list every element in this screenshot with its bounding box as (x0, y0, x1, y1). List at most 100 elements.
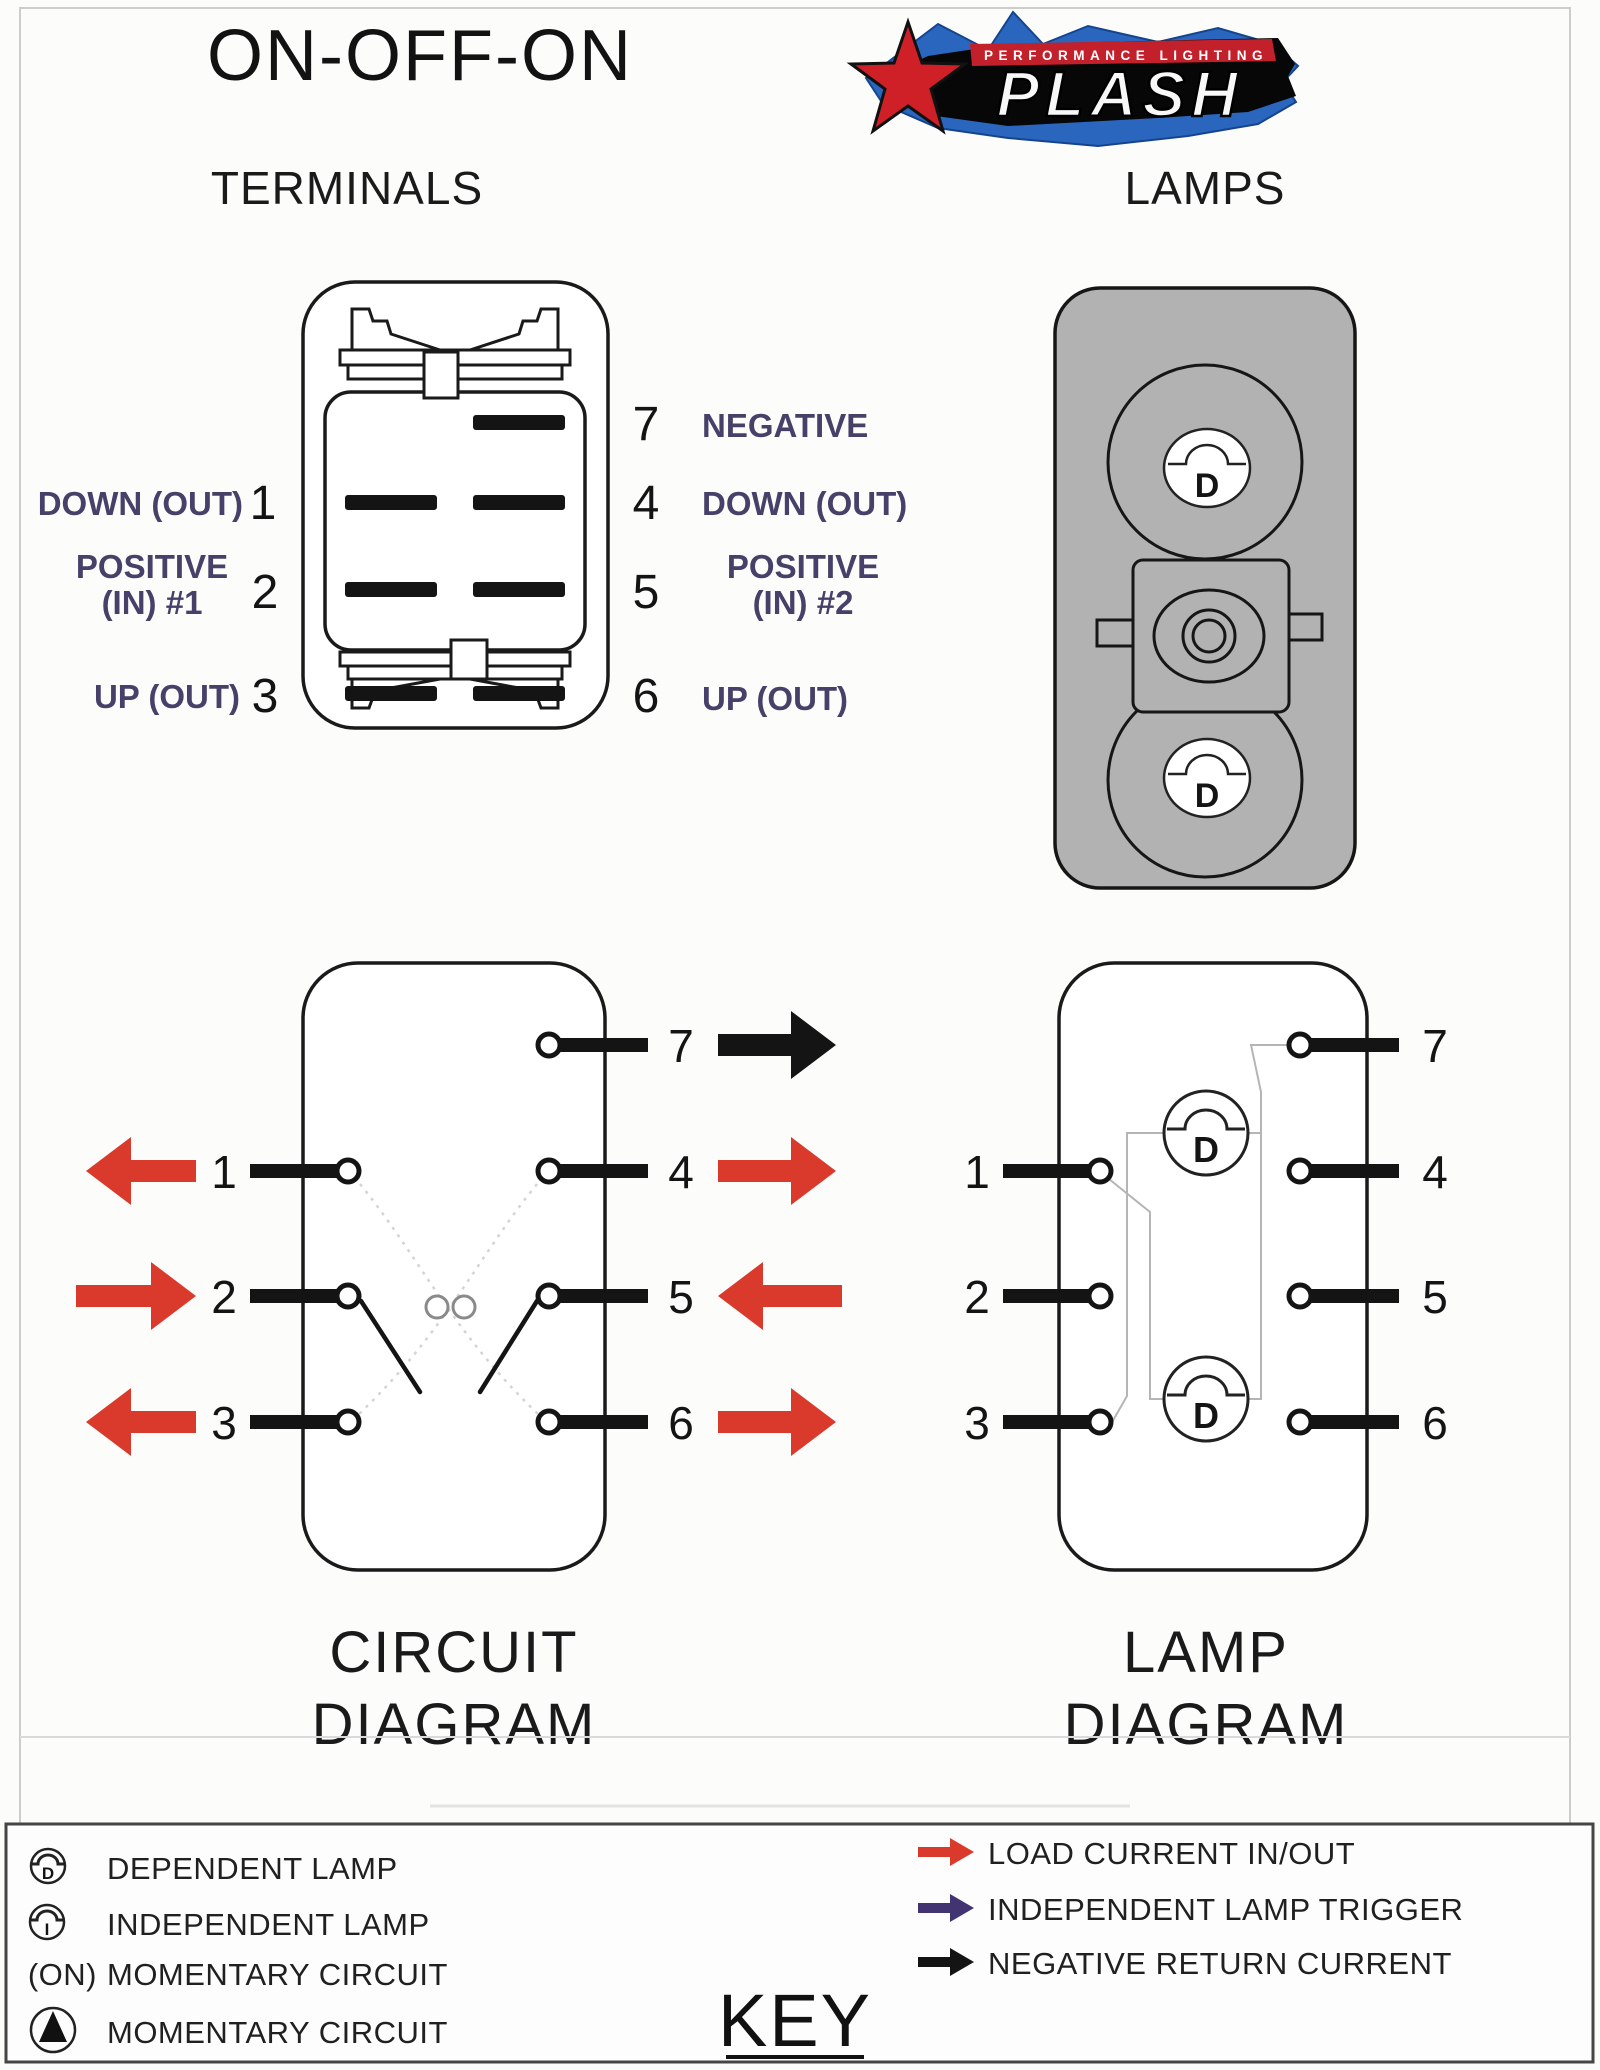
key-box (4, 1822, 1595, 2064)
terminal-blade-5 (473, 582, 565, 597)
lamp-diagram: D D 1 2 3 7 4 5 6 LAMP DIAGRAM (964, 961, 1448, 1757)
terminal-label: POSITIVE (76, 548, 228, 585)
key-item-label: DEPENDENT LAMP (107, 1851, 398, 1886)
terminal-circle (535, 1031, 563, 1059)
circuit-terminal-number: 6 (668, 1397, 694, 1449)
lamp-terminal-number: 1 (964, 1146, 990, 1198)
terminal-stub (1311, 1415, 1399, 1429)
lamp-wire (1110, 1132, 1164, 1425)
terminal-stub (1003, 1164, 1089, 1178)
terminal-circle (1086, 1282, 1114, 1310)
load-current-arrow (718, 1137, 836, 1205)
independent-lamp-key-icon: I (28, 1903, 66, 1941)
circuit-diagram-title: DIAGRAM (312, 1692, 597, 1757)
terminal-label: UP (OUT) (94, 678, 240, 715)
lamp-terminal-number: 3 (964, 1397, 990, 1449)
key-title: KEY (718, 1979, 872, 2062)
contact-arm-left (358, 1298, 423, 1395)
circuit-body (301, 961, 607, 1572)
terminal-circle (1286, 1031, 1314, 1059)
logo-star-icon (846, 17, 970, 135)
circuit-terminal-number: 2 (211, 1271, 237, 1323)
lamp-terminal-number: 7 (1422, 1020, 1448, 1072)
key-item-label: INDEPENDENT LAMP TRIGGER (988, 1892, 1463, 1927)
lamp-terminal-number: 6 (1422, 1397, 1448, 1449)
load-current-arrow (718, 1262, 842, 1330)
terminal-blade-1 (345, 495, 437, 510)
circuit-terminal-number: 3 (211, 1397, 237, 1449)
terminal-circle (334, 1157, 362, 1185)
lamp-terminal-number: 5 (1422, 1271, 1448, 1323)
terminal-number: 4 (633, 477, 660, 530)
circuit-terminal-number: 7 (668, 1020, 694, 1072)
terminal-circle (334, 1282, 362, 1310)
terminal-stub (1311, 1038, 1399, 1052)
negative-return-key-arrow (918, 1948, 974, 1976)
latch-tab-bottom (449, 638, 489, 681)
lamp-diagram-body (1057, 961, 1369, 1572)
rocker-center-ellipse (1152, 588, 1266, 684)
rocker-side-tab-left (1095, 618, 1135, 648)
terminal-blade-6 (473, 686, 565, 701)
rocker-center-ring (1181, 608, 1237, 664)
rocker-center-block (1131, 558, 1291, 714)
circuit-terminal-number: 4 (668, 1146, 694, 1198)
terminal-number: 3 (252, 670, 279, 723)
terminal-number: 1 (250, 477, 277, 530)
lamp-letter: D (1195, 777, 1220, 815)
lamp-wire (1248, 1044, 1289, 1400)
key-item-label: LOAD CURRENT IN/OUT (988, 1836, 1355, 1871)
terminal-label: DOWN (OUT) (702, 485, 907, 522)
key-item-label: MOMENTARY CIRCUIT (107, 2015, 448, 2050)
terminals-heading: TERMINALS (211, 162, 483, 214)
lamp-letter: D (1195, 467, 1220, 505)
lamp-diagram-title: DIAGRAM (1064, 1692, 1349, 1757)
dependent-lamp-key-icon: D (29, 1847, 67, 1885)
terminal-stub (250, 1415, 338, 1429)
momentary-triangle-icon (29, 2006, 77, 2054)
lamp-letter: D (1193, 1129, 1219, 1170)
terminal-stub (560, 1164, 648, 1178)
logo-brand-text: PLASH (997, 58, 1244, 130)
terminal-stub (1003, 1289, 1089, 1303)
terminal-stub (250, 1289, 338, 1303)
terminal-circle (535, 1282, 563, 1310)
key-legend: D DEPENDENT LAMP I INDEPENDENT LAMP (ON)… (4, 1822, 1595, 2064)
lamp-letter: D (1193, 1395, 1219, 1436)
terminal-label: (IN) #1 (102, 584, 203, 621)
circuit-diagram-title: CIRCUIT (329, 1620, 578, 1685)
terminal-stub (1003, 1415, 1089, 1429)
lamp-terminal-number: 4 (1422, 1146, 1448, 1198)
terminal-stub (560, 1415, 648, 1429)
terminals-figure: DOWN (OUT) 1 POSITIVE (IN) #1 2 UP (OUT)… (38, 280, 907, 730)
dashed-throw-line (358, 1183, 538, 1415)
terminal-circle (334, 1408, 362, 1436)
load-current-arrow (718, 1388, 836, 1456)
terminal-blade-2 (345, 582, 437, 597)
terminal-label: NEGATIVE (702, 407, 868, 444)
latch-wing-top-right (469, 307, 560, 352)
load-current-arrow (86, 1137, 196, 1205)
terminal-number: 7 (633, 398, 660, 451)
terminal-stub (560, 1289, 648, 1303)
logo-tagline: PERFORMANCE LIGHTING (984, 48, 1268, 63)
key-item-label: MOMENTARY CIRCUIT (107, 1957, 448, 1992)
terminal-circle (535, 1157, 563, 1185)
switch-inner-body (323, 390, 587, 652)
lamps-figure: D D (1053, 286, 1357, 890)
plash-logo: PERFORMANCE LIGHTING PLASH (846, 10, 1300, 148)
load-current-arrow (76, 1262, 196, 1330)
load-current-key-arrow (918, 1838, 974, 1866)
circuit-terminal-number: 5 (668, 1271, 694, 1323)
lamp-terminal-number: 2 (964, 1271, 990, 1323)
logo-red-strip (970, 39, 1276, 66)
terminal-number: 5 (633, 566, 660, 619)
terminal-circle (1086, 1408, 1114, 1436)
terminal-stub (560, 1038, 648, 1052)
key-item-label: INDEPENDENT LAMP (107, 1907, 430, 1942)
terminal-label: UP (OUT) (702, 680, 848, 717)
lamp-letter: I (45, 1920, 50, 1939)
terminal-circle (1286, 1282, 1314, 1310)
